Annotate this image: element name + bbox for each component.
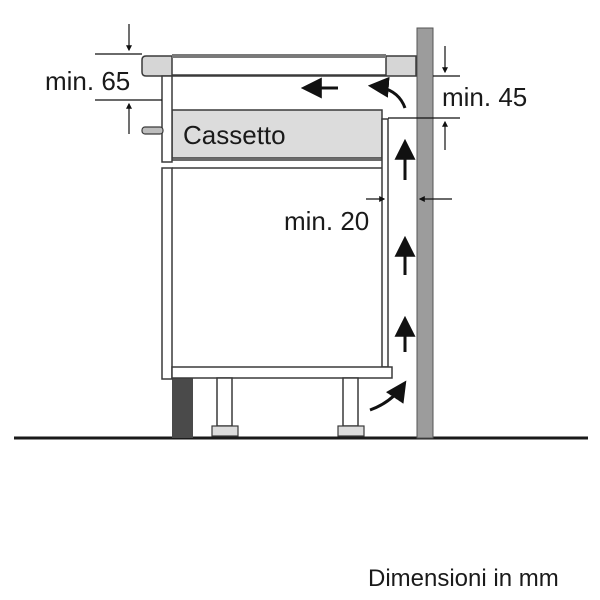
drawer-handle xyxy=(141,126,164,135)
cooktop-top-edge xyxy=(172,54,386,58)
cabinet-left-panel xyxy=(161,167,173,380)
drawer-side xyxy=(161,75,173,163)
cooktop-glass xyxy=(171,56,387,76)
min-20-label: min. 20 xyxy=(284,206,369,236)
wall xyxy=(416,27,434,439)
drawer-front xyxy=(171,109,383,159)
plinth xyxy=(172,378,193,438)
drawer-label: Cassetto xyxy=(183,120,286,150)
cabinet-back-panel xyxy=(381,118,389,368)
airflow-arrow-bottom xyxy=(369,380,407,412)
cabinet-leg-front xyxy=(211,377,239,437)
units-caption: Dimensioni in mm xyxy=(368,565,559,592)
min-65-label: min. 65 xyxy=(45,66,130,96)
cabinet-bottom xyxy=(171,366,393,379)
airflow-arrow-curve-top xyxy=(367,76,407,109)
min-45-label: min. 45 xyxy=(442,82,527,112)
cabinet-leg-rear xyxy=(337,377,365,437)
